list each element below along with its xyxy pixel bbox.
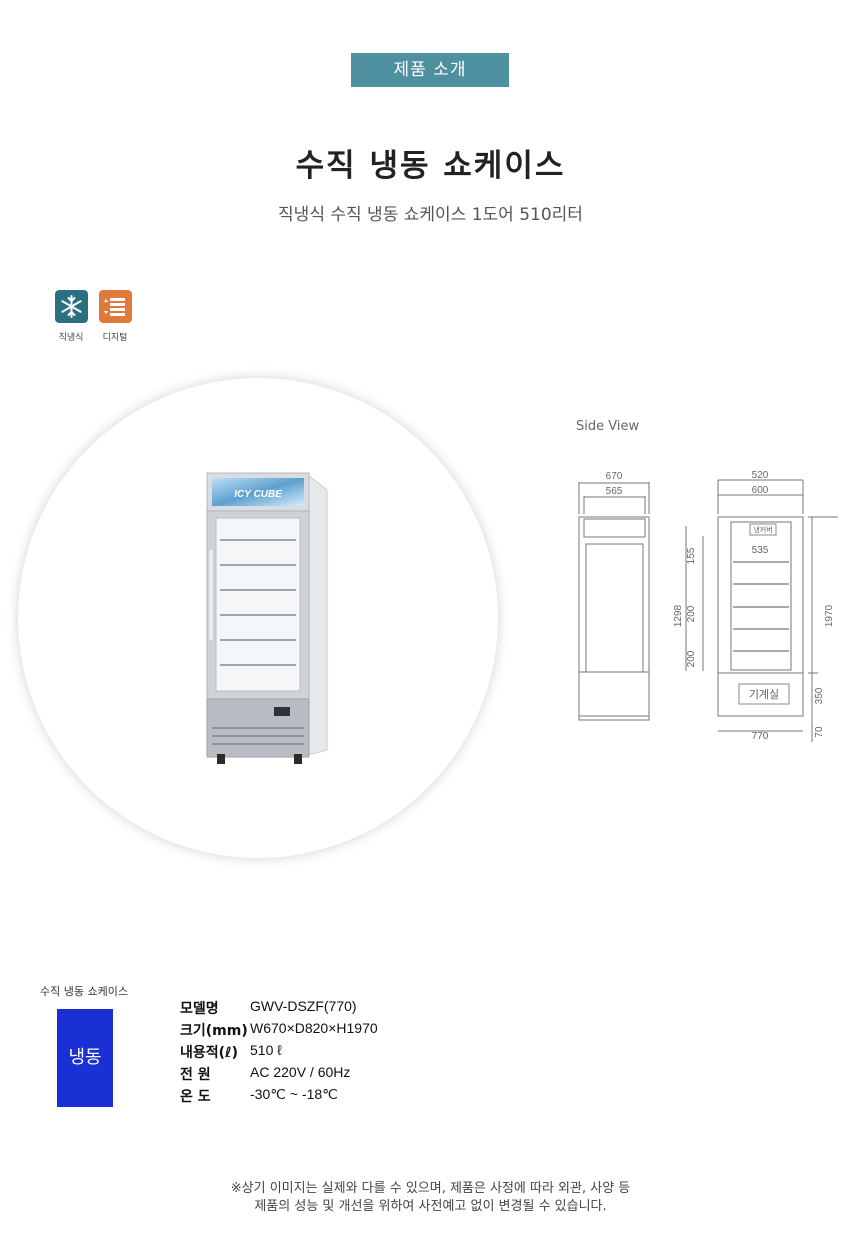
dim-front-width-inner: 565 xyxy=(606,486,623,497)
spec-value: AC 220V / 60Hz xyxy=(250,1064,351,1080)
section-badge: 제품 소개 xyxy=(351,53,509,87)
feature-label: 직냉식 xyxy=(58,333,84,343)
spec-row-temperature: 온 도 -30℃ ~ -18℃ xyxy=(180,1086,338,1106)
spec-label: 전 원 xyxy=(180,1067,211,1083)
feature-label: 디지털 xyxy=(102,333,128,343)
spec-label: 내용적(ℓ) xyxy=(180,1045,239,1061)
brand-sign-text: ICY CUBE xyxy=(234,489,282,500)
disclaimer-notice: ※상기 이미지는 실제와 다를 수 있으며, 제품은 사정에 따라 외관, 사양… xyxy=(0,1180,861,1216)
top-tag-label: 냉커버 xyxy=(753,525,772,534)
dim-200-a: 200 xyxy=(686,605,697,622)
dim-side-depth-second: 600 xyxy=(752,485,769,496)
dim-155: 155 xyxy=(686,547,697,564)
dim-door-height: 1298 xyxy=(673,604,684,627)
dim-total-height: 1970 xyxy=(824,604,835,627)
spec-label: 모델명 xyxy=(180,1001,219,1017)
spec-row-power: 전 원 AC 220V / 60Hz xyxy=(180,1064,350,1084)
spec-label: 크기(mm) xyxy=(180,1023,248,1039)
feature-digital: 디지털 xyxy=(99,290,135,343)
spec-value: -30℃ ~ -18℃ xyxy=(250,1086,338,1102)
notice-line: ※상기 이미지는 실제와 다를 수 있으며, 제품은 사정에 따라 외관, 사양… xyxy=(230,1181,631,1196)
spec-row-model: 모델명 GWV-DSZF(770) xyxy=(180,998,357,1018)
dim-200-b: 200 xyxy=(686,650,697,667)
dim-350: 350 xyxy=(814,687,825,704)
dim-side-depth-top: 520 xyxy=(752,470,769,481)
dim-70: 70 xyxy=(814,726,825,738)
spec-value: 510 ℓ xyxy=(250,1042,282,1058)
dim-front-width-outer: 670 xyxy=(606,471,623,482)
spec-row-size: 크기(mm) W670×D820×H1970 xyxy=(180,1020,378,1040)
dim-side-depth-bottom: 770 xyxy=(752,731,769,742)
feature-direct-cooling: 직냉식 xyxy=(55,290,91,343)
machine-room-label: 기계실 xyxy=(749,688,779,701)
side-view-label: Side View xyxy=(576,419,640,434)
product-subtitle: 직냉식 수직 냉동 쇼케이스 1도어 510리터 xyxy=(278,205,583,225)
spec-value: GWV-DSZF(770) xyxy=(250,998,357,1014)
spec-value: W670×D820×H1970 xyxy=(250,1020,378,1036)
digital-display-icon xyxy=(99,290,132,323)
spec-label: 온 도 xyxy=(180,1089,211,1105)
type-box: 냉동 xyxy=(57,1009,113,1107)
product-title: 수직 냉동 쇼케이스 xyxy=(295,148,566,184)
snowflake-icon xyxy=(55,290,88,323)
product-photo: ICY CUBE xyxy=(206,472,328,764)
spec-category: 수직 냉동 쇼케이스 xyxy=(40,985,128,998)
dim-shelf-depth: 535 xyxy=(752,545,769,556)
spec-row-capacity: 내용적(ℓ) 510 ℓ xyxy=(180,1042,282,1062)
notice-line: 제품의 성능 및 개선을 위하여 사전예고 없이 변경될 수 있습니다. xyxy=(254,1199,607,1214)
dimension-drawing: 670 565 520 600 535 770 1298 155 200 200… xyxy=(578,470,838,742)
